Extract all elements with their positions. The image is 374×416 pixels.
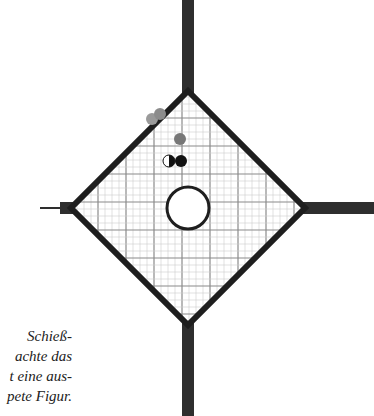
- grid-line: [147, 90, 148, 326]
- grid-line: [70, 293, 306, 294]
- grid-line: [119, 90, 120, 326]
- center-ring: [167, 187, 209, 229]
- grid-line: [70, 181, 306, 182]
- grid-line: [70, 117, 306, 118]
- grid-line: [105, 90, 106, 326]
- diamond-outline: [71, 91, 305, 325]
- grid-line: [259, 90, 260, 326]
- grid-line: [70, 251, 306, 252]
- grid-line: [91, 90, 92, 326]
- grid-line: [245, 90, 246, 326]
- shot-hole: [174, 133, 186, 145]
- grid-line: [280, 90, 281, 326]
- grid-line: [70, 257, 306, 258]
- grid-line: [252, 90, 253, 326]
- caption-fragment: pete Figur.: [7, 386, 72, 406]
- caption-fragment: t eine aus-: [10, 366, 72, 386]
- grid-line: [70, 307, 306, 308]
- grid-line: [70, 272, 306, 273]
- shot-hole: [163, 155, 175, 167]
- grid-line: [70, 279, 306, 280]
- grid-line: [231, 90, 232, 326]
- grid-line: [133, 90, 134, 326]
- grid-line: [140, 90, 141, 326]
- grid-line: [273, 90, 274, 326]
- grid-line: [84, 90, 85, 326]
- grid-line: [70, 313, 306, 314]
- grid-line: [293, 90, 294, 326]
- grid-line: [70, 300, 306, 301]
- grid-line: [287, 90, 288, 326]
- grid-line: [70, 153, 306, 154]
- grid-line: [70, 97, 306, 98]
- grid-line: [237, 90, 238, 326]
- caption-fragment: achte das: [15, 346, 72, 366]
- shot-hole: [175, 155, 187, 167]
- grid-line: [77, 90, 78, 326]
- grid-line: [265, 90, 266, 326]
- horizontal-bar: [300, 202, 374, 214]
- vertical-bar: [182, 0, 194, 95]
- grid-line: [70, 132, 306, 133]
- grid-line: [70, 104, 306, 105]
- grid-line: [112, 90, 113, 326]
- grid-line: [70, 111, 306, 112]
- shot-hole: [169, 155, 175, 167]
- grid-line: [161, 90, 162, 326]
- target-diamond: [71, 91, 305, 325]
- grid-line: [70, 167, 306, 168]
- grid-line: [217, 90, 218, 326]
- grid-line: [70, 139, 306, 140]
- shot-hole: [154, 108, 166, 120]
- vertical-bar: [182, 321, 194, 416]
- grid-line: [70, 265, 306, 266]
- grid-line: [97, 90, 98, 326]
- grid-line: [70, 285, 306, 286]
- grid-line: [125, 90, 126, 326]
- grid-line: [70, 125, 306, 126]
- target-grid: [70, 90, 306, 326]
- grid-line: [70, 145, 306, 146]
- grid-line: [70, 160, 306, 161]
- caption-fragment: Schieß-: [27, 326, 72, 346]
- grid-line: [70, 237, 306, 238]
- leader-line: [40, 207, 62, 209]
